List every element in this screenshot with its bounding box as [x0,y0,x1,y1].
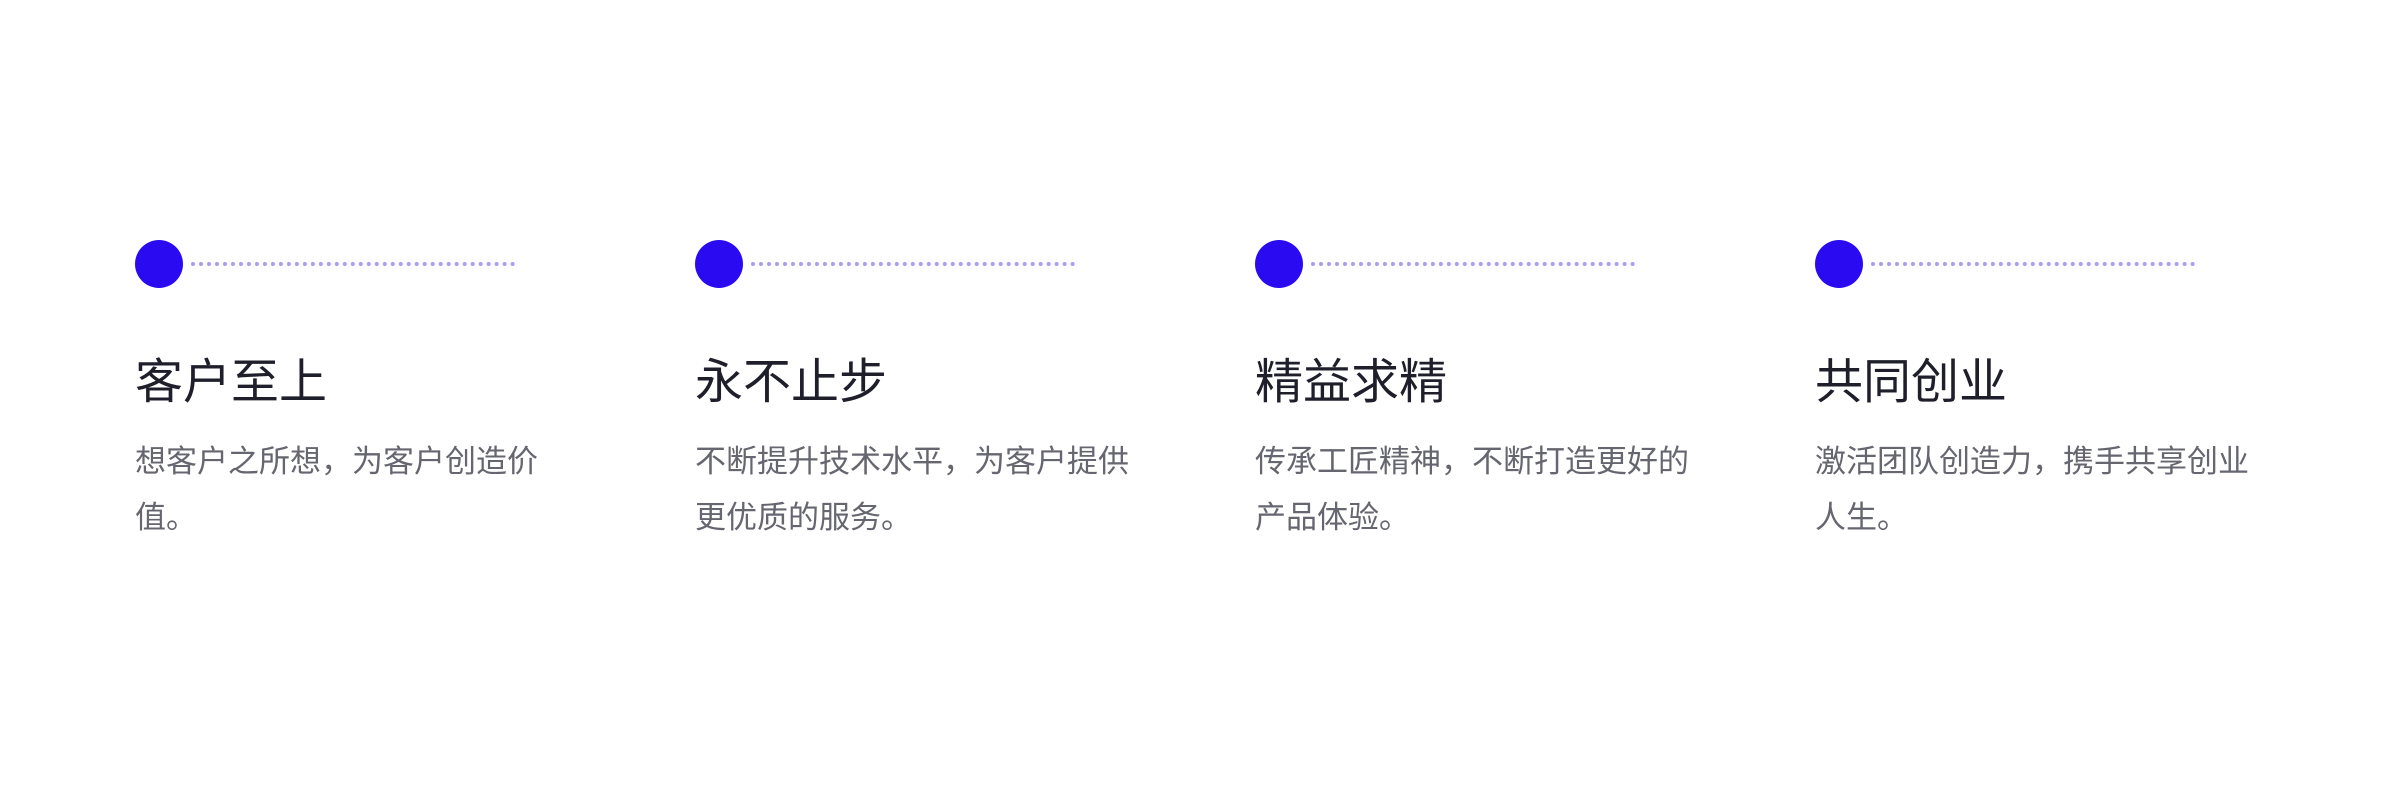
dotted-divider [191,262,515,266]
dot-icon [1815,240,1863,288]
value-description: 不断提升技术水平，为客户提供更优质的服务。 [695,444,1129,536]
value-description: 传承工匠精神，不断打造更好的产品体验。 [1255,444,1689,536]
value-title: 永不止步 [695,354,888,410]
dot-icon [135,240,183,288]
value-marker [695,240,1165,290]
value-card-co-founding: 共同创业 激活团队创造力，携手共享创业人生。 [1815,240,2285,546]
value-marker [135,240,605,290]
value-card-excellence: 精益求精 传承工匠精神，不断打造更好的产品体验。 [1255,240,1725,546]
value-marker [1815,240,2285,290]
value-description: 想客户之所想，为客户创造价值。 [135,444,538,536]
value-card-never-stop: 永不止步 不断提升技术水平，为客户提供更优质的服务。 [695,240,1165,546]
dotted-divider [751,262,1075,266]
value-title: 客户至上 [135,354,328,410]
value-description: 激活团队创造力，携手共享创业人生。 [1815,444,2249,536]
dot-icon [695,240,743,288]
value-title: 精益求精 [1255,354,1448,410]
value-title: 共同创业 [1815,354,2008,410]
value-card-customer-first: 客户至上 想客户之所想，为客户创造价值。 [135,240,605,546]
dotted-divider [1871,262,2195,266]
dotted-divider [1311,262,1635,266]
dot-icon [1255,240,1303,288]
value-marker [1255,240,1725,290]
